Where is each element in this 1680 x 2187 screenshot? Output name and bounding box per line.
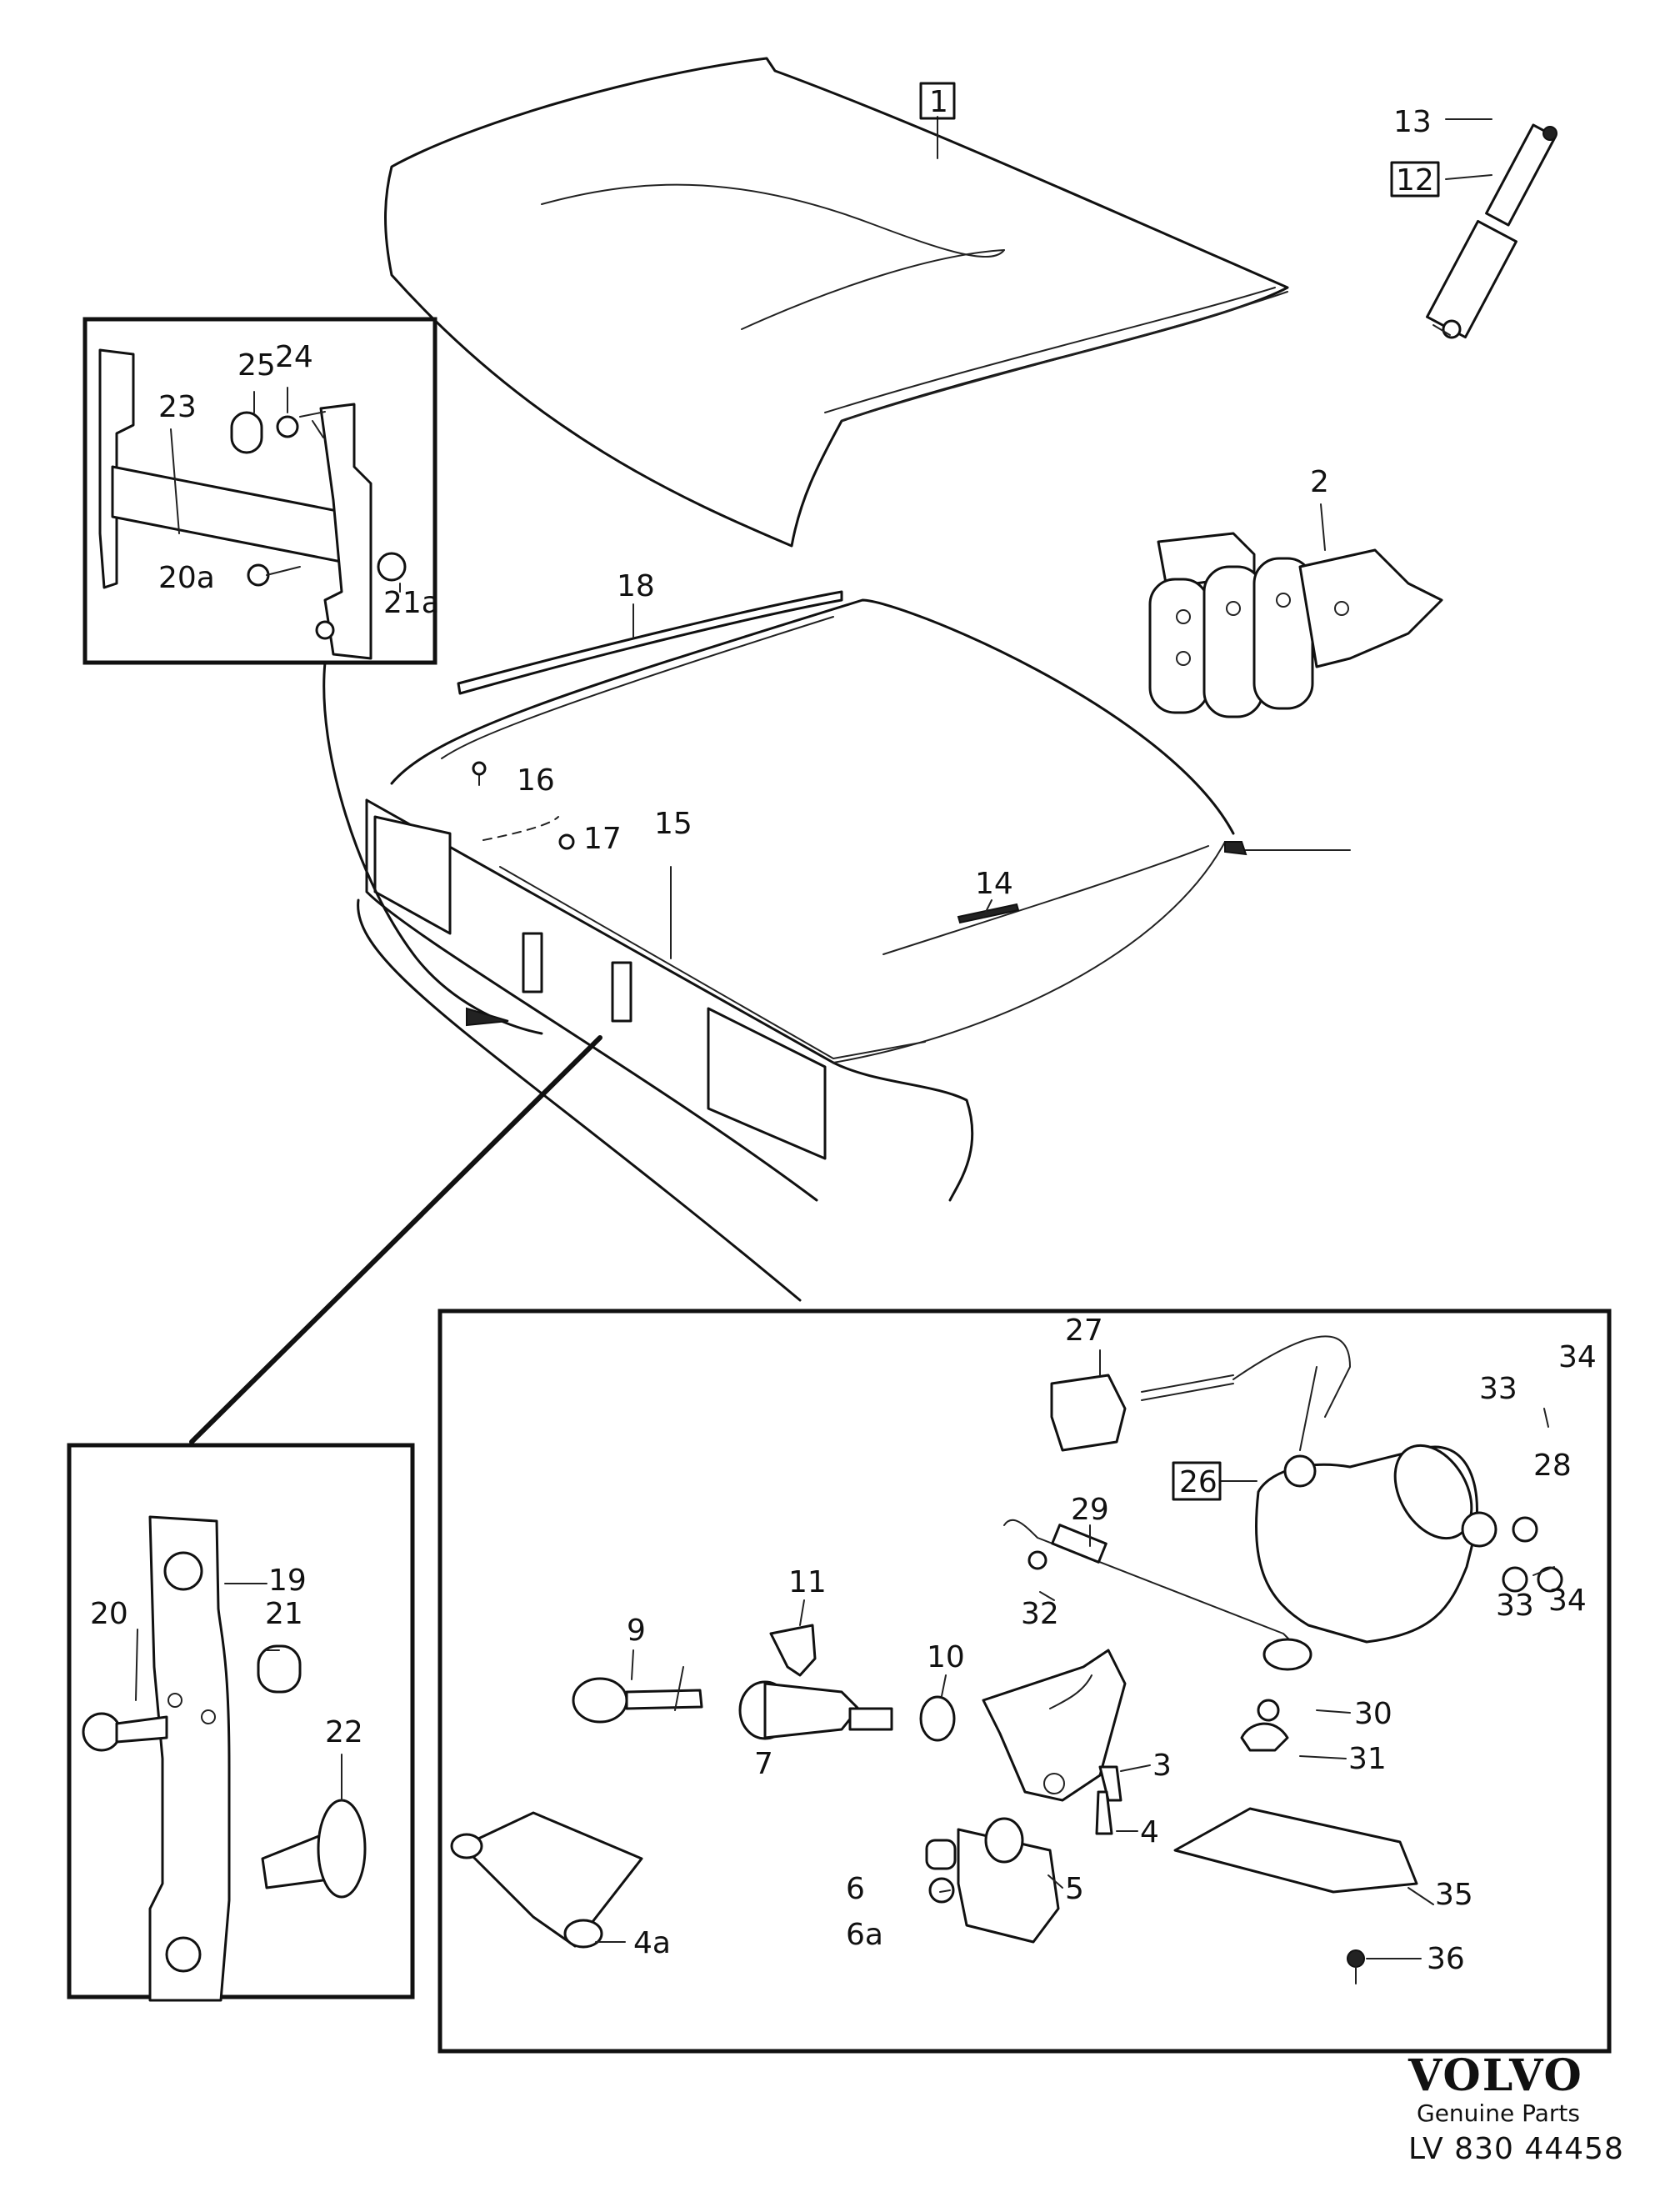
label-30: 30 (1354, 1697, 1392, 1731)
label-28: 28 (1533, 1449, 1572, 1483)
label-4: 4 (1140, 1815, 1159, 1849)
label-32: 32 (1021, 1597, 1059, 1631)
label-6a: 6a (846, 1918, 883, 1952)
gas-strut (1426, 123, 1558, 339)
label-24: 24 (275, 340, 313, 374)
callout-line-bottom (189, 1035, 602, 1444)
callout-leaders (135, 116, 1555, 1959)
label-5: 5 (1065, 1872, 1084, 1906)
label-29: 29 (1071, 1493, 1109, 1527)
label-18: 18 (617, 569, 655, 603)
label-23: 23 (158, 390, 197, 424)
label-13: 13 (1393, 105, 1432, 139)
label-36: 36 (1427, 1942, 1465, 1976)
label-21: 21 (265, 1597, 303, 1631)
label-27: 27 (1065, 1314, 1103, 1348)
diagram-code: LV 830 44458 (1408, 2132, 1624, 2166)
label-1: 1 (929, 85, 948, 119)
label-16: 16 (517, 763, 555, 798)
label-14: 14 (975, 867, 1013, 901)
label-31: 31 (1348, 1742, 1387, 1776)
label-34-bottom: 34 (1548, 1584, 1587, 1618)
inset-latch-plate-frame (67, 1443, 415, 1999)
genuine-parts-text: Genuine Parts (1417, 2099, 1580, 2127)
label-15: 15 (654, 807, 692, 841)
label-21a: 21a (383, 586, 440, 620)
label-19: 19 (268, 1564, 307, 1598)
label-11: 11 (788, 1565, 827, 1599)
label-box-26 (1172, 1461, 1222, 1501)
inset-lock-assembly-parts (450, 1335, 1563, 1984)
label-2: 2 (1310, 465, 1329, 499)
label-4a: 4a (633, 1926, 671, 1960)
label-22: 22 (325, 1715, 363, 1749)
label-7: 7 (754, 1747, 773, 1781)
inset-latch-plate-parts (82, 1515, 367, 2002)
trunk-lid (384, 57, 1289, 548)
volvo-logo-text: VOLVO (1408, 2050, 1583, 2101)
label-6: 6 (846, 1872, 865, 1906)
label-17: 17 (583, 822, 622, 856)
inset-bracket-parts (98, 348, 407, 660)
label-34-top: 34 (1558, 1340, 1597, 1374)
inset-lock-assembly-frame (438, 1309, 1612, 2054)
label-20: 20 (90, 1597, 128, 1631)
car-rear-body (357, 590, 1351, 1302)
label-20a: 20a (158, 561, 215, 595)
label-box-12 (1390, 161, 1440, 198)
label-10: 10 (927, 1640, 965, 1674)
label-33-top: 33 (1479, 1372, 1518, 1406)
inset-bracket-frame (82, 317, 438, 665)
label-box-1 (919, 82, 956, 120)
label-3: 3 (1152, 1749, 1172, 1783)
label-33-bottom: 33 (1496, 1589, 1534, 1623)
label-35: 35 (1435, 1878, 1473, 1912)
label-9: 9 (627, 1614, 646, 1648)
hinge (1148, 532, 1443, 718)
label-25: 25 (238, 348, 276, 383)
label-12: 12 (1396, 163, 1434, 198)
label-26: 26 (1179, 1465, 1218, 1499)
